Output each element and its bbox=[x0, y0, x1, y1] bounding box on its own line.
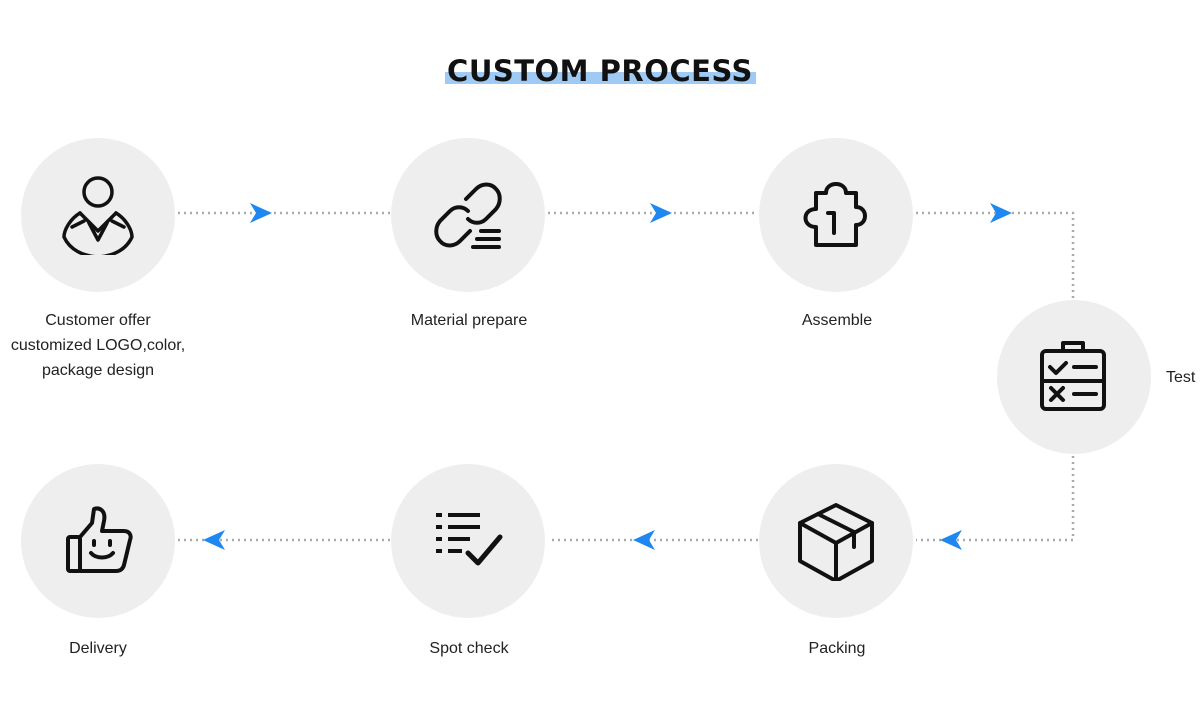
arrow-right-1 bbox=[250, 203, 272, 223]
arrow-right-2 bbox=[650, 203, 672, 223]
step-label-test: Test bbox=[1166, 369, 1196, 386]
step-circle-material-prepare bbox=[391, 138, 545, 292]
arrow-left-3 bbox=[203, 530, 225, 550]
step-label-material-prepare: Material prepare bbox=[410, 312, 528, 329]
connector-line-4-5 bbox=[916, 456, 1075, 542]
step-circle-delivery bbox=[21, 464, 175, 618]
step-label-assemble: Assemble bbox=[801, 312, 873, 329]
title-underline-bar bbox=[445, 72, 756, 84]
connector-line-3-4 bbox=[916, 211, 1075, 298]
link-icon bbox=[434, 182, 502, 249]
box-icon bbox=[798, 503, 874, 581]
step-circle-test bbox=[997, 300, 1151, 454]
arrow-right-3 bbox=[990, 203, 1012, 223]
step-label-spot-check: Spot check bbox=[429, 640, 509, 657]
user-icon bbox=[62, 176, 134, 255]
thumbs-up-icon bbox=[66, 506, 133, 573]
arrow-left-1 bbox=[940, 530, 962, 550]
arrow-left-2 bbox=[633, 530, 655, 550]
title-block: CUSTOM PROCESS bbox=[0, 52, 1200, 92]
puzzle-icon bbox=[803, 182, 867, 247]
checklist-clipboard-icon bbox=[1040, 341, 1106, 411]
step-label-delivery: Delivery bbox=[69, 640, 127, 657]
step-label-customer: Customer offer customized LOGO,color, pa… bbox=[10, 312, 186, 379]
step-circle-packing bbox=[759, 464, 913, 618]
page-title: CUSTOM PROCESS bbox=[447, 54, 753, 88]
list-check-icon bbox=[436, 513, 503, 566]
step-circle-customer bbox=[21, 138, 175, 292]
step-label-packing: Packing bbox=[808, 640, 866, 657]
step-circle-spot-check bbox=[391, 464, 545, 618]
step-circle-assemble bbox=[759, 138, 913, 292]
